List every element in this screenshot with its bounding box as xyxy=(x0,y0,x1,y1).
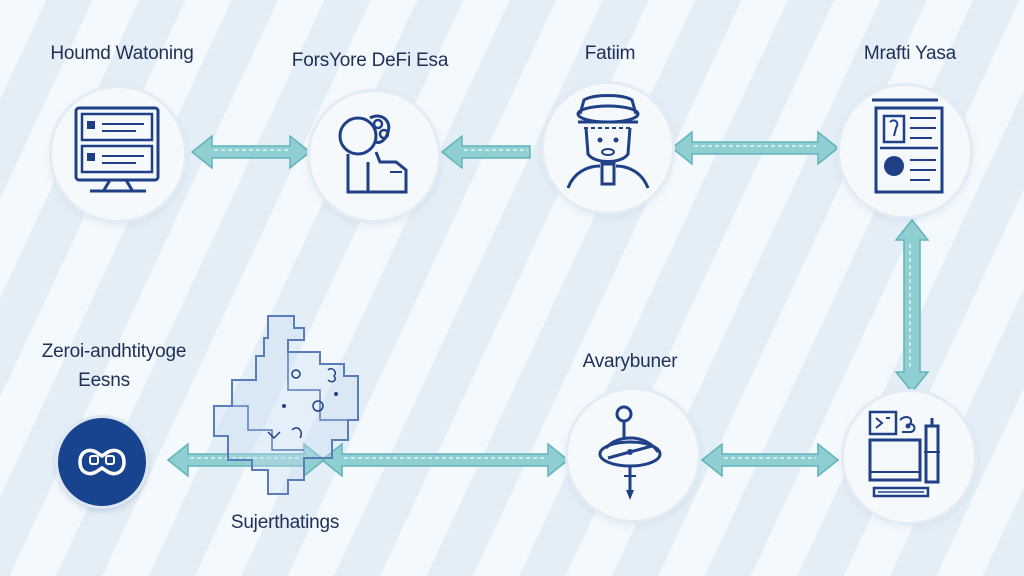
label-eesns: Eesns xyxy=(78,370,130,391)
label-fatiim: Fatiim xyxy=(584,43,636,64)
label-zeroi-andhtityoge: Zeroi-andhtityoge xyxy=(41,341,187,362)
node-workstation[interactable] xyxy=(844,392,974,522)
arrow-hat-to-document xyxy=(670,130,840,166)
node-hat-person[interactable] xyxy=(544,84,672,212)
node-server-monitor[interactable] xyxy=(52,88,184,220)
compass-icon xyxy=(598,405,662,500)
label-avarybuner: Avarybuner xyxy=(582,351,678,372)
map-icon xyxy=(213,315,359,495)
node-compass[interactable] xyxy=(568,390,698,520)
arrow-workstation-to-compass xyxy=(700,442,840,478)
document-panel-icon xyxy=(872,98,944,194)
arrow-person-to-hat xyxy=(440,134,531,170)
node-person-avatar[interactable] xyxy=(310,92,438,220)
node-map[interactable] xyxy=(208,310,378,510)
node-document-panel[interactable] xyxy=(840,86,970,216)
hat-person-icon xyxy=(566,94,650,189)
label-mrafti-yasa: Mrafti Yasa xyxy=(863,43,957,64)
workstation-icon xyxy=(868,410,940,498)
person-avatar-icon xyxy=(338,114,408,194)
label-houmd-watoning: Houmd Watoning xyxy=(50,43,194,64)
arrow-server-to-person xyxy=(190,134,312,170)
label-sujerthatings: Sujerthatings xyxy=(230,512,340,533)
chain-link-icon xyxy=(78,448,126,476)
node-chain-link[interactable] xyxy=(58,418,146,506)
arrow-document-to-workstation xyxy=(894,218,930,394)
label-forsyore-defi-esa: ForsYore DeFi Esa xyxy=(291,50,449,71)
server-monitor-icon xyxy=(74,106,160,193)
